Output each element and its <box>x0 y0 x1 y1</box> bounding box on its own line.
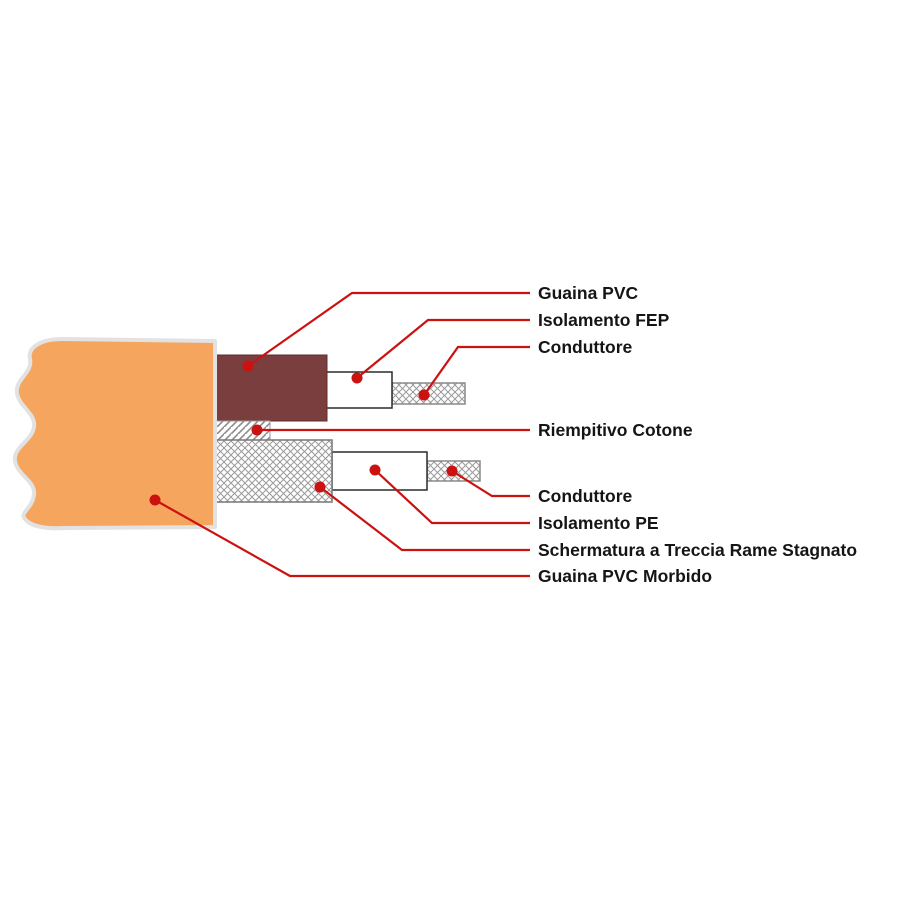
leader-dot-riempitivo-cotone <box>251 424 263 436</box>
leader-line-guaina-pvc-morbido <box>154 499 530 578</box>
leader-dot-schermatura <box>314 481 326 493</box>
pvc-sheath-shape <box>204 354 328 422</box>
leader-line-conduttore-top <box>423 345 530 396</box>
label-conduttore-top: Conduttore <box>538 337 633 357</box>
leader-line-schermatura <box>319 486 530 552</box>
label-schermatura: Schermatura a Treccia Rame Stagnato <box>538 540 858 560</box>
leader-dot-conduttore-bottom <box>446 465 458 477</box>
label-riempitivo-cotone: Riempitivo Cotone <box>538 420 693 440</box>
label-isolamento-fep: Isolamento FEP <box>538 310 670 330</box>
leader-dot-guaina-pvc <box>242 360 254 372</box>
label-isolamento-pe: Isolamento PE <box>538 513 659 533</box>
leader-dot-guaina-pvc-morbido <box>149 494 161 506</box>
leader-line-guaina-pvc <box>247 291 530 367</box>
leader-dot-isolamento-fep <box>351 372 363 384</box>
leader-dot-conduttore-top <box>418 389 430 401</box>
label-conduttore-bottom: Conduttore <box>538 486 633 506</box>
leader-line-conduttore-bottom <box>451 470 530 498</box>
label-guaina-pvc-morbido: Guaina PVC Morbido <box>538 566 713 586</box>
leader-line-isolamento-pe <box>374 469 530 525</box>
label-guaina-pvc: Guaina PVC <box>538 283 639 303</box>
leader-dot-isolamento-pe <box>369 464 381 476</box>
braid-shield-shape <box>204 439 333 503</box>
leader-line-isolamento-fep <box>356 318 530 379</box>
outer-jacket-shape <box>12 337 217 531</box>
